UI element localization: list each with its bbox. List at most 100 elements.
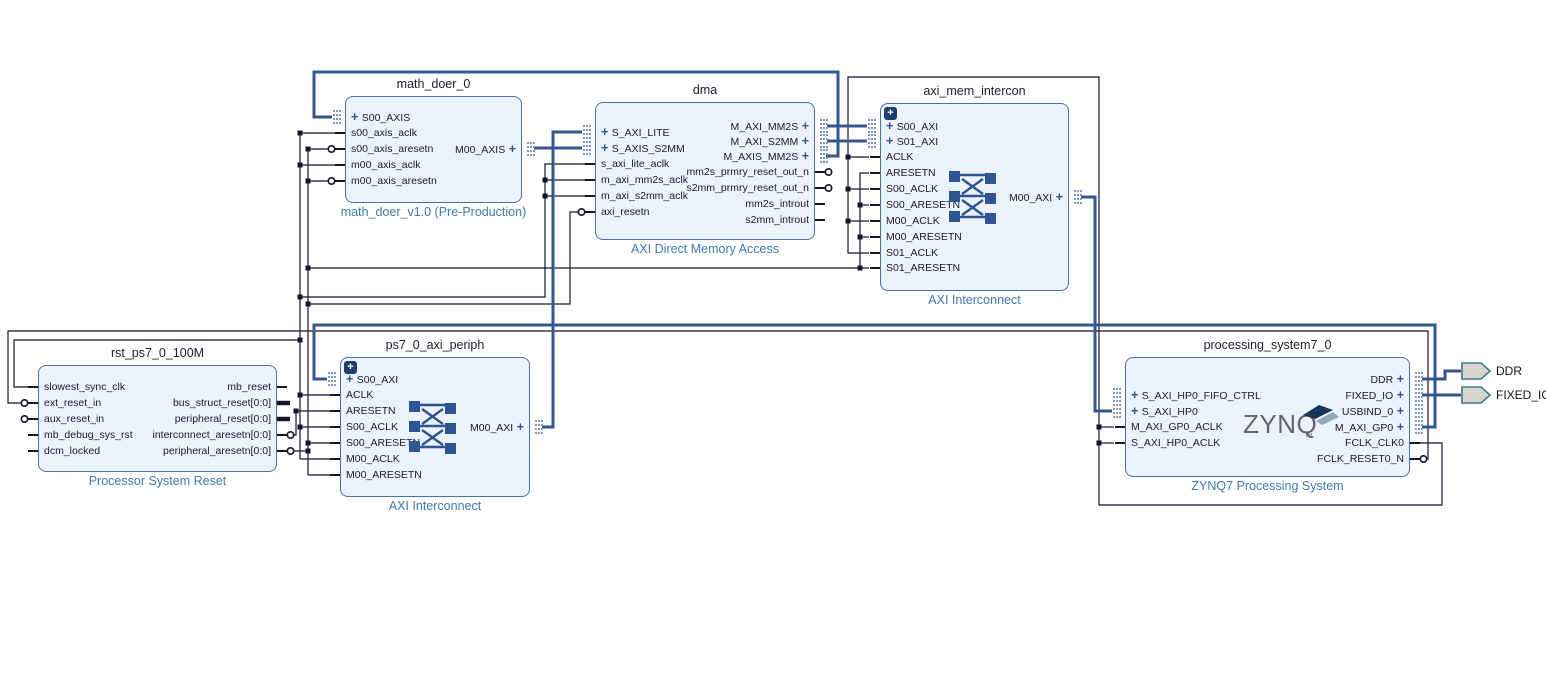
- port-S01_ARESETN[interactable]: S01_ARESETN: [886, 261, 960, 275]
- port-ARESETN[interactable]: ARESETN: [346, 404, 396, 418]
- port-mb_reset[interactable]: mb_reset: [91, 380, 271, 394]
- external-port-label-DDR[interactable]: DDR: [1496, 364, 1522, 378]
- port-S00_ARESETN[interactable]: S00_ARESETN: [346, 436, 420, 450]
- port-S_AXIS_S2MM[interactable]: + S_AXIS_S2MM: [601, 141, 685, 155]
- wire-rst_to_axi_resetn[interactable]: [308, 211, 586, 305]
- bus-pin-plus-icon[interactable]: +: [886, 119, 897, 133]
- expand-plus-icon[interactable]: +: [344, 361, 357, 374]
- port-S_AXI_HP0_FIFO_CTRL[interactable]: + S_AXI_HP0_FIFO_CTRL: [1131, 388, 1261, 402]
- bus-pin-plus-icon[interactable]: +: [1393, 388, 1404, 402]
- bus-pin-plus-icon[interactable]: +: [798, 119, 809, 133]
- bus-wire-ps7_M_AXI_GP0_to_periph_S00_AXI[interactable]: [312, 323, 1437, 429]
- bus-pin-plus-icon[interactable]: +: [1131, 388, 1142, 402]
- bus-wire-mem_M00_AXI_to_ps7_S_AXI_HP0[interactable]: [1081, 195, 1113, 413]
- port-slowest_sync_clk[interactable]: slowest_sync_clk: [44, 380, 125, 394]
- wire-junction: [297, 392, 303, 398]
- wire-clk_to_rst_block[interactable]: [13, 339, 300, 388]
- port-label: S00_ACLK: [886, 183, 938, 195]
- port-FCLK_CLK0[interactable]: FCLK_CLK0: [1224, 436, 1404, 450]
- wire-clk_feed_dma[interactable]: [300, 163, 586, 298]
- bus-pin-plus-icon[interactable]: +: [505, 142, 516, 156]
- wire-fclk_clk0[interactable]: [847, 76, 1443, 506]
- external-port-icon-FIXED_IO[interactable]: [1461, 386, 1492, 404]
- port-M00_ACLK[interactable]: M00_ACLK: [886, 214, 940, 228]
- port-M_AXIS_MM2S[interactable]: M_AXIS_MM2S +: [629, 149, 809, 163]
- port-S00_ACLK[interactable]: S00_ACLK: [886, 182, 938, 196]
- port-M00_ACLK[interactable]: M00_ACLK: [346, 452, 400, 466]
- port-S00_ACLK[interactable]: S00_ACLK: [346, 420, 398, 434]
- bus-pin-plus-icon[interactable]: +: [513, 420, 524, 434]
- port-S01_ACLK[interactable]: S01_ACLK: [886, 246, 938, 260]
- port-interconnect_aresetn[0:0][interactable]: interconnect_aresetn[0:0]: [91, 428, 272, 442]
- external-port-label-FIXED_IO[interactable]: FIXED_IO: [1496, 388, 1546, 402]
- port-M_AXI_GP0[interactable]: M_AXI_GP0 +: [1224, 420, 1404, 434]
- ip-block-dma[interactable]: [595, 102, 815, 240]
- port-M00_AXI[interactable]: M00_AXI +: [883, 190, 1063, 204]
- port-DDR[interactable]: DDR +: [1224, 372, 1404, 386]
- port-label: interconnect_aresetn[0:0]: [152, 429, 272, 441]
- ip-block-rst_ps7_0_100M[interactable]: [38, 365, 277, 472]
- port-S_AXI_LITE[interactable]: + S_AXI_LITE: [601, 125, 670, 139]
- port-M00_ARESETN[interactable]: M00_ARESETN: [886, 230, 962, 244]
- port-S00_ARESETN[interactable]: S00_ARESETN: [886, 198, 960, 212]
- bus-wire-periph_M00_AXI_to_dma_S_AXI_LITE[interactable]: [542, 130, 583, 429]
- port-S00_AXI[interactable]: + S00_AXI: [886, 119, 938, 133]
- port-s2mm_introut[interactable]: s2mm_introut: [629, 213, 809, 227]
- port-S_AXI_HP0[interactable]: + S_AXI_HP0: [1131, 404, 1198, 418]
- bus-pin-plus-icon[interactable]: +: [1052, 190, 1063, 204]
- port-FCLK_RESET0_N[interactable]: FCLK_RESET0_N: [1224, 452, 1404, 466]
- bus-pin-plus-icon[interactable]: +: [1393, 404, 1404, 418]
- port-ACLK[interactable]: ACLK: [346, 388, 373, 402]
- port-S00_AXIS[interactable]: + S00_AXIS: [351, 110, 410, 124]
- port-FIXED_IO[interactable]: FIXED_IO +: [1224, 388, 1404, 402]
- port-ACLK[interactable]: ACLK: [886, 150, 913, 164]
- bus-wire-ps7_DDR_to_ext[interactable]: [1422, 369, 1461, 381]
- port-M00_AXIS[interactable]: M00_AXIS +: [336, 142, 516, 156]
- bus-pin-plus-icon[interactable]: +: [601, 125, 612, 139]
- port-m_axi_s2mm_aclk[interactable]: m_axi_s2mm_aclk: [601, 189, 688, 203]
- bus-pin-plus-icon[interactable]: +: [886, 134, 897, 148]
- port-m_axi_mm2s_aclk[interactable]: m_axi_mm2s_aclk: [601, 173, 688, 187]
- port-M_AXI_GP0_ACLK[interactable]: M_AXI_GP0_ACLK: [1131, 420, 1223, 434]
- bus-wire-dma_M_AXIS_MM2S_to_math_doer_S00_AXIS[interactable]: [312, 70, 840, 158]
- port-mm2s_prmry_reset_out_n[interactable]: mm2s_prmry_reset_out_n: [629, 165, 809, 179]
- bus-pin-plus-icon[interactable]: +: [798, 149, 809, 163]
- bus-pin-plus-icon[interactable]: +: [1393, 420, 1404, 434]
- port-USBIND_0[interactable]: USBIND_0 +: [1224, 404, 1404, 418]
- bus-pin-plus-icon[interactable]: +: [798, 134, 809, 148]
- wire-interconnect_aresetn[interactable]: [294, 410, 331, 436]
- port-mm2s_introut[interactable]: mm2s_introut: [629, 197, 809, 211]
- ip-block-processing_system7_0[interactable]: [1125, 357, 1410, 477]
- bus-pin-plus-icon[interactable]: +: [601, 141, 612, 155]
- port-S01_AXI[interactable]: + S01_AXI: [886, 134, 938, 148]
- ip-block-math_doer_0[interactable]: [345, 96, 522, 203]
- port-bus_struct_reset[0:0][interactable]: bus_struct_reset[0:0]: [91, 396, 271, 410]
- port-S00_AXI[interactable]: + S00_AXI: [346, 372, 398, 386]
- port-m00_axis_aresetn[interactable]: m00_axis_aresetn: [351, 174, 437, 188]
- port-ARESETN[interactable]: ARESETN: [886, 166, 936, 180]
- port-S_AXI_HP0_ACLK[interactable]: S_AXI_HP0_ACLK: [1131, 436, 1220, 450]
- port-s_axi_lite_aclk[interactable]: s_axi_lite_aclk: [601, 157, 669, 171]
- port-peripheral_reset[0:0][interactable]: peripheral_reset[0:0]: [91, 412, 271, 426]
- port-M_AXI_S2MM[interactable]: M_AXI_S2MM +: [629, 134, 809, 148]
- bus-pin-plus-icon[interactable]: +: [1393, 372, 1404, 386]
- port-M_AXI_MM2S[interactable]: M_AXI_MM2S +: [629, 119, 809, 133]
- port-mb_debug_sys_rst[interactable]: mb_debug_sys_rst: [44, 428, 133, 442]
- port-s2mm_prmry_reset_out_n[interactable]: s2mm_prmry_reset_out_n: [629, 181, 809, 195]
- expand-plus-icon[interactable]: +: [884, 107, 897, 120]
- port-M00_AXI[interactable]: M00_AXI +: [344, 420, 524, 434]
- port-ext_reset_in[interactable]: ext_reset_in: [44, 396, 101, 410]
- bus-pin-plus-icon[interactable]: +: [346, 372, 357, 386]
- port-M00_ARESETN[interactable]: M00_ARESETN: [346, 468, 422, 482]
- port-axi_resetn[interactable]: axi_resetn: [601, 205, 649, 219]
- bus-pin-plus-icon[interactable]: +: [1131, 404, 1142, 418]
- port-peripheral_aresetn[0:0][interactable]: peripheral_aresetn[0:0]: [91, 444, 271, 458]
- port-m00_axis_aclk[interactable]: m00_axis_aclk: [351, 158, 420, 172]
- port-dcm_locked[interactable]: dcm_locked: [44, 444, 100, 458]
- port-s00_axis_aresetn[interactable]: s00_axis_aresetn: [351, 142, 433, 156]
- port-s00_axis_aclk[interactable]: s00_axis_aclk: [351, 126, 417, 140]
- bus-pin-plus-icon[interactable]: +: [351, 110, 362, 124]
- external-port-icon-DDR[interactable]: [1461, 362, 1492, 380]
- port-aux_reset_in[interactable]: aux_reset_in: [44, 412, 104, 426]
